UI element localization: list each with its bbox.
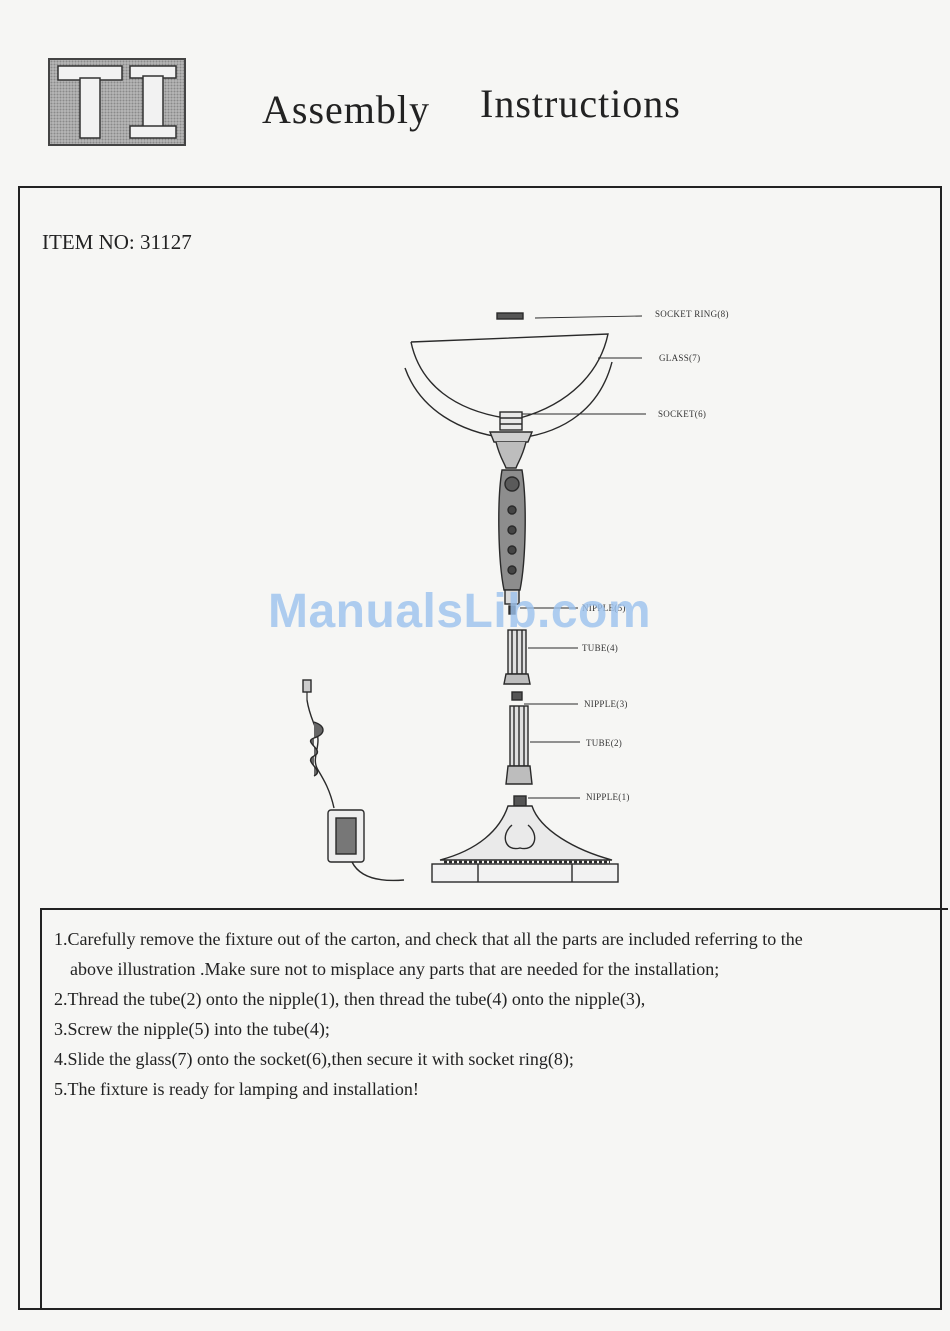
nipple-5-part (508, 605, 516, 615)
glass-bowl-top (410, 333, 609, 419)
step-1-continued: above illustration .Make sure not to mis… (70, 959, 720, 979)
label-nipple-3: NIPPLE(3) (584, 699, 628, 709)
lamp-base (439, 805, 613, 861)
page-title-instructions: Instructions (480, 81, 681, 126)
power-cord (306, 699, 335, 809)
step-5: 5.The fixture is ready for lamping and i… (54, 1079, 419, 1099)
nipple-3-part (511, 691, 523, 701)
socket-part (499, 411, 523, 431)
socket-ring-part (496, 312, 524, 320)
section-divider-left (40, 910, 42, 1310)
label-nipple-5: NIPPLE(5) (582, 603, 626, 613)
instruction-steps: 1.Carefully remove the fixture out of th… (54, 924, 914, 1104)
step-1: 1.Carefully remove the fixture out of th… (54, 929, 803, 949)
logo-lettering (57, 65, 177, 139)
label-glass: GLASS(7) (659, 353, 701, 363)
step-4: 4.Slide the glass(7) onto the socket(6),… (54, 1049, 574, 1069)
label-tube-4: TUBE(4) (582, 643, 619, 653)
label-tube-2: TUBE(2) (586, 738, 623, 748)
brand-logo (48, 58, 186, 146)
page-title-assembly: Assembly (262, 87, 430, 132)
label-socket: SOCKET(6) (658, 409, 707, 419)
label-socket-ring: SOCKET RING(8) (655, 309, 729, 319)
section-divider (40, 908, 948, 910)
nipple-1-part (513, 795, 527, 807)
step-2: 2.Thread the tube(2) onto the nipple(1),… (54, 989, 646, 1009)
watermark: ManualsLib.com (268, 585, 652, 638)
step-3: 3.Screw the nipple(5) into the tube(4); (54, 1019, 330, 1039)
content-frame (18, 186, 942, 1310)
label-nipple-1: NIPPLE(1) (586, 792, 630, 802)
item-number: ITEM NO: 31127 (42, 230, 192, 254)
